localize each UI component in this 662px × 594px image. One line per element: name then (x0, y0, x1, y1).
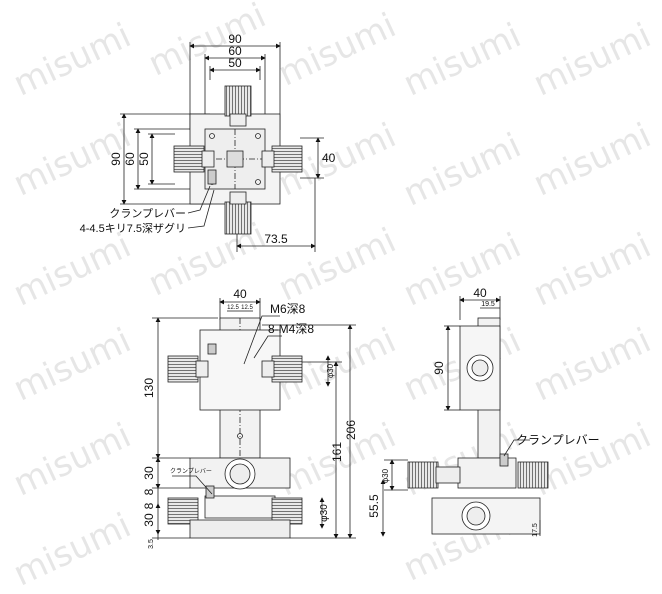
dim-text-40-right: 40 (322, 151, 336, 165)
base-plate (189, 519, 291, 539)
dim-text-30-upper: 30 (142, 466, 156, 480)
micrometer-knob-left (173, 145, 205, 173)
front-view (152, 298, 356, 540)
micrometer-knob-front-left (167, 355, 199, 383)
technical-drawing: 90 60 50 90 60 50 40 73.5 クランプレバー 4-4.5キ… (80, 32, 600, 549)
callout-clamp-lever-side: クランプレバー (516, 433, 600, 447)
micrometer-sleeve-right (261, 150, 275, 168)
front-view-labels: 40 12.5 12.5 M6深8 8-M4深8 φ30 130 206 161… (142, 287, 358, 549)
dim-text-60: 60 (228, 44, 242, 58)
micrometer-sleeve-front-right (261, 360, 275, 378)
leader-line-m6 (243, 315, 280, 365)
dim-text-17-5: 17.5 (532, 523, 539, 537)
dim-text-90-left: 90 (109, 152, 123, 166)
dim-text-55-5: 55.5 (367, 494, 381, 518)
side-micrometer-end-inner (471, 359, 489, 377)
callout-clamp-lever-small: クランプレバー (170, 468, 212, 475)
dim-text-90-side: 90 (432, 361, 446, 375)
callout-m6-depth: M6深8 (270, 302, 306, 316)
dim-text-8-upper: 8 (142, 488, 156, 495)
callout-counterbore: 4-4.5キリ7.5深ザグリ (80, 221, 186, 235)
leader-line (187, 189, 215, 229)
dim-text-8-lower: 8 (142, 502, 156, 509)
dim-text-12-5-right: 12.5 (241, 305, 253, 311)
leader-line (172, 475, 213, 495)
side-micrometer-sleeve-left (435, 466, 461, 484)
callout-m4-depth: 8-M4深8 (268, 322, 314, 336)
center-block (226, 150, 244, 168)
micrometer-end-upper-inner (229, 463, 251, 485)
dim-text-12-5-left: 12.5 (227, 305, 239, 311)
y-stage-block (204, 495, 276, 519)
dim-text-130: 130 (142, 378, 156, 398)
side-view (380, 296, 549, 537)
mount-hole (255, 133, 261, 139)
micrometer-knob-front-right (271, 355, 303, 383)
micrometer-sleeve-front-left (195, 360, 209, 378)
micrometer-sleeve-bottom (229, 191, 247, 205)
dim-text-50: 50 (228, 56, 242, 70)
dim-text-40-side: 40 (473, 286, 487, 300)
mount-hole (209, 133, 215, 139)
side-lower-micrometer-end-inner (466, 506, 486, 526)
center-hole (237, 433, 243, 439)
dim-text-phi-side: φ30 (381, 468, 390, 483)
leader-line (503, 439, 530, 457)
callout-clamp-lever: クランプレバー (109, 207, 186, 220)
clamp-lever-upper (207, 343, 217, 355)
dim-text-40: 40 (233, 287, 247, 301)
dim-text-19-5: 19.5 (481, 301, 495, 308)
dim-text-30-lower: 30 (142, 513, 156, 527)
dim-text-phi-lower: φ30 (319, 504, 330, 522)
leader-line (187, 185, 211, 214)
leader-line-m4 (253, 335, 282, 359)
side-micrometer-knob-left (407, 461, 439, 489)
micrometer-knob-top (224, 85, 252, 117)
micrometer-knob-right (271, 145, 303, 173)
side-view-labels: 40 19.5 90 φ30 55.5 17.5 クランプレバー (367, 286, 600, 537)
dim-text-73-5: 73.5 (264, 232, 288, 246)
micrometer-knob-bottom (224, 201, 252, 235)
micrometer-sleeve-left (201, 150, 215, 168)
dim-text-phi-upper: φ30 (326, 363, 335, 378)
side-micrometer-knob-right (517, 461, 549, 489)
dim-text-50-left: 50 (137, 152, 151, 166)
dim-text-90: 90 (228, 32, 242, 46)
dim-text-161: 161 (330, 442, 344, 462)
top-view (120, 42, 324, 252)
mount-hole (255, 179, 261, 185)
micrometer-sleeve-top (229, 113, 247, 127)
clamp-lever (207, 169, 217, 185)
dim-text-206: 206 (344, 420, 358, 440)
dim-text-60-left: 60 (123, 152, 137, 166)
top-view-labels: 90 60 50 90 60 50 40 73.5 クランプレバー 4-4.5キ… (80, 32, 336, 246)
side-clamp-lever (499, 453, 509, 467)
dim-text-3-5: 3.5 (148, 539, 155, 549)
